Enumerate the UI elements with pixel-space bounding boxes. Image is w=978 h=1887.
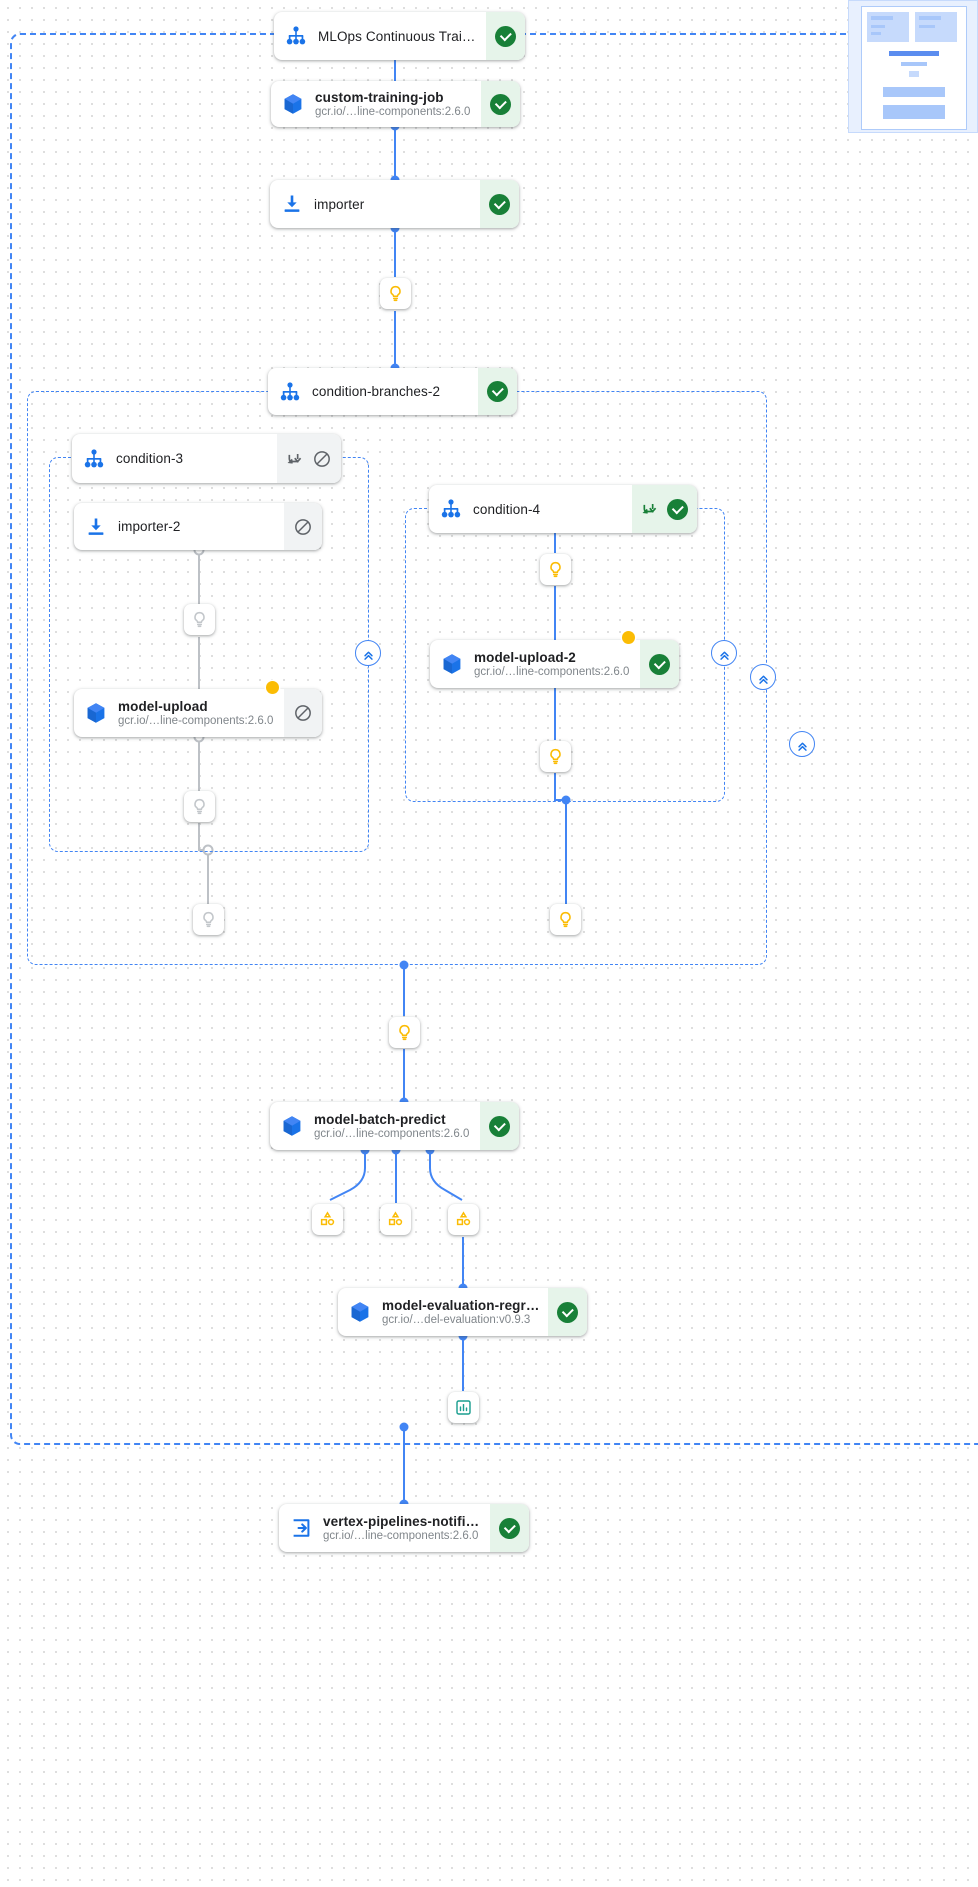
node-status-succeeded[interactable] [632, 485, 697, 533]
check-circle-icon [490, 93, 511, 115]
model-upload-artifact-dot [266, 681, 279, 694]
container-box-icon [74, 689, 118, 737]
node-title: MLOps Continuous Traini… [318, 28, 478, 44]
check-circle-icon [495, 25, 516, 47]
node-status-succeeded[interactable] [490, 1504, 529, 1552]
dag-root-icon [429, 485, 473, 533]
node-subtitle: gcr.io/…line-components:2.6.0 [314, 1128, 470, 1140]
model-upload-2-artifact-dot [622, 631, 635, 644]
artifact-lightbulb-8[interactable] [389, 1017, 420, 1048]
artifact-lightbulb-3[interactable] [184, 791, 215, 822]
node-text-block: model-evaluation-regres… gcr.io/…del-eva… [382, 1288, 548, 1336]
node-status-skipped[interactable] [284, 503, 322, 550]
node-subtitle: gcr.io/…line-components:2.6.0 [474, 666, 630, 678]
node-title: custom-training-job [315, 90, 444, 105]
artifact-dataset-1[interactable] [312, 1204, 343, 1235]
import-download-icon [270, 180, 314, 228]
node-status-succeeded[interactable] [548, 1288, 587, 1336]
node-text-block: custom-training-job gcr.io/…line-compone… [315, 81, 481, 127]
dag-root-icon [268, 368, 312, 415]
node-vertex-pipelines-notification[interactable]: vertex-pipelines-notificat… gcr.io/…line… [279, 1504, 529, 1552]
node-title: vertex-pipelines-notificat… [323, 1514, 482, 1529]
container-box-icon [338, 1288, 382, 1336]
node-title: condition-4 [473, 501, 541, 517]
node-text-block: model-upload-2 gcr.io/…line-components:2… [474, 640, 640, 688]
container-box-icon [270, 1102, 314, 1150]
node-importer-2[interactable]: importer-2 [74, 503, 322, 550]
node-text-block: vertex-pipelines-notificat… gcr.io/…line… [323, 1504, 490, 1552]
artifact-metrics[interactable] [448, 1392, 479, 1423]
check-circle-icon [499, 1517, 520, 1539]
node-status-succeeded[interactable] [640, 640, 679, 688]
node-text-block: model-batch-predict gcr.io/…line-compone… [314, 1102, 480, 1150]
graph-minimap[interactable] [848, 0, 978, 133]
node-model-batch-predict[interactable]: model-batch-predict gcr.io/…line-compone… [270, 1102, 519, 1150]
dag-root-icon [274, 12, 318, 60]
node-condition-4[interactable]: condition-4 [429, 485, 697, 533]
dag-root-icon [72, 434, 116, 483]
artifact-lightbulb-5[interactable] [540, 554, 571, 585]
container-box-icon [271, 81, 315, 127]
node-text-block: importer [314, 180, 480, 228]
node-mlops-root[interactable]: MLOps Continuous Traini… [274, 12, 525, 60]
node-importer[interactable]: importer [270, 180, 519, 228]
artifact-lightbulb-2[interactable] [184, 604, 215, 635]
check-circle-icon [557, 1301, 578, 1323]
block-circle-icon [295, 705, 311, 721]
node-text-block: condition-3 [116, 434, 277, 483]
node-title: importer-2 [118, 519, 181, 534]
block-circle-icon [314, 450, 330, 467]
node-model-upload[interactable]: model-upload gcr.io/…line-components:2.6… [74, 689, 322, 737]
artifact-lightbulb-6[interactable] [540, 741, 571, 772]
expander-condition-3[interactable] [355, 640, 381, 666]
node-text-block: importer-2 [118, 503, 284, 550]
artifact-lightbulb-7[interactable] [550, 904, 581, 935]
node-status-skipped[interactable] [284, 689, 322, 737]
node-title: condition-3 [116, 451, 184, 466]
node-subtitle: gcr.io/…line-components:2.6.0 [315, 106, 471, 118]
node-condition-3[interactable]: condition-3 [72, 434, 341, 483]
node-condition-branches-2[interactable]: condition-branches-2 [268, 368, 517, 415]
container-box-icon [430, 640, 474, 688]
artifact-lightbulb-4[interactable] [193, 904, 224, 935]
exit-arrow-icon [279, 1504, 323, 1552]
node-status-succeeded[interactable] [480, 180, 519, 228]
node-title: model-upload-2 [474, 650, 576, 665]
expander-condition-branches-2[interactable] [750, 664, 776, 690]
node-custom-training-job[interactable]: custom-training-job gcr.io/…line-compone… [271, 81, 520, 127]
node-subtitle: gcr.io/…line-components:2.6.0 [323, 1530, 479, 1542]
node-status-succeeded[interactable] [481, 81, 520, 127]
node-text-block: condition-branches-2 [312, 368, 478, 415]
branch-skip-icon [642, 504, 657, 514]
node-title: model-batch-predict [314, 1112, 446, 1127]
node-text-block: MLOps Continuous Traini… [318, 12, 486, 60]
artifact-lightbulb-1[interactable] [380, 278, 411, 309]
node-subtitle: gcr.io/…del-evaluation:v0.9.3 [382, 1314, 531, 1326]
node-title: importer [314, 196, 365, 212]
node-status-skipped[interactable] [277, 434, 341, 483]
check-circle-icon [489, 1115, 510, 1137]
branch-skip-icon [287, 453, 302, 464]
expander-condition-4[interactable] [711, 640, 737, 666]
artifact-dataset-2[interactable] [380, 1204, 411, 1235]
node-model-evaluation-regression[interactable]: model-evaluation-regres… gcr.io/…del-eva… [338, 1288, 587, 1336]
node-title: condition-branches-2 [312, 384, 441, 399]
check-circle-icon [667, 498, 688, 520]
import-download-icon [74, 503, 118, 550]
node-text-block: condition-4 [473, 485, 632, 533]
node-text-block: model-upload gcr.io/…line-components:2.6… [118, 689, 284, 737]
expander-root[interactable] [789, 731, 815, 757]
check-circle-icon [487, 381, 508, 402]
check-circle-icon [489, 193, 510, 215]
node-model-upload-2[interactable]: model-upload-2 gcr.io/…line-components:2… [430, 640, 679, 688]
node-status-succeeded[interactable] [478, 368, 517, 415]
check-circle-icon [649, 653, 670, 675]
artifact-dataset-3[interactable] [448, 1204, 479, 1235]
node-title: model-evaluation-regres… [382, 1298, 540, 1313]
node-status-succeeded[interactable] [480, 1102, 519, 1150]
node-subtitle: gcr.io/…line-components:2.6.0 [118, 715, 274, 727]
node-status-succeeded[interactable] [486, 12, 525, 60]
node-title: model-upload [118, 699, 208, 714]
block-circle-icon [295, 518, 311, 535]
